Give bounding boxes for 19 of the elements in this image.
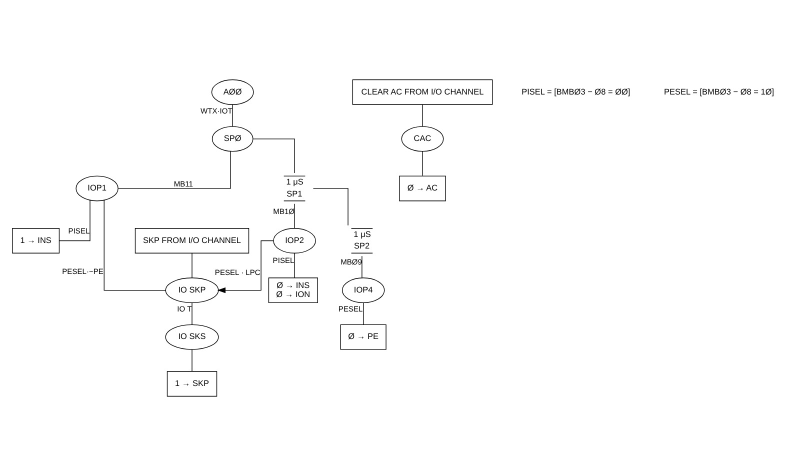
edge-label: PESEL — [338, 304, 362, 313]
connector — [191, 302, 192, 324]
connector — [191, 252, 192, 278]
edge-label: PESEL · LPC — [214, 268, 260, 277]
edge-label: IO T — [176, 304, 192, 313]
connector — [362, 302, 364, 324]
edge-label: MB11 — [173, 178, 192, 188]
connector — [191, 348, 192, 372]
connector — [312, 188, 348, 226]
connector — [118, 150, 230, 188]
connector — [58, 199, 90, 241]
connector — [361, 255, 362, 278]
edge-label: PISEL — [68, 226, 90, 236]
connector — [103, 199, 166, 290]
edge-label: MBØ9 — [340, 257, 362, 266]
edge-label: PISEL — [272, 256, 294, 265]
connector — [252, 138, 294, 173]
edge-label: WTX·IOT — [200, 106, 232, 115]
edge-label: PESEL·~PE — [62, 266, 103, 276]
